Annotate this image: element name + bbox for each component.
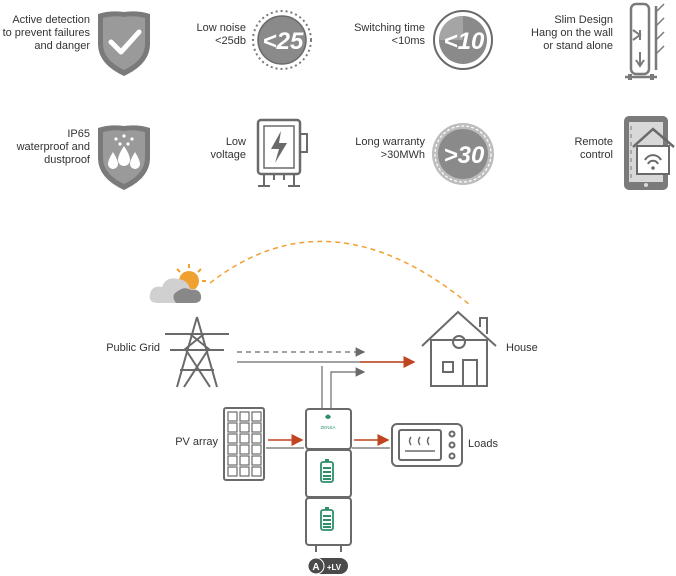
model-badge-letter: A [312,562,319,573]
pv-array-icon [223,407,265,481]
pv-array-label: PV array [175,436,218,448]
feature-switching-text: Switching time <10ms [330,22,425,48]
feature-line: Low noise [196,22,246,34]
noise-badge-text: <25 [263,28,304,55]
phone-home-wifi-icon [624,116,675,190]
feature-line: Low [225,136,246,148]
feature-line: <10ms [391,35,425,47]
feature-line: Slim Design [554,14,613,26]
wall-mount-icon [625,2,665,80]
feature-line: dustproof [44,154,90,166]
feature-line: voltage [210,149,246,161]
feature-ip65-text: IP65 waterproof and dustproof [0,128,90,167]
feature-line: Long warranty [355,136,425,148]
feature-remote-text: Remote control [560,136,613,162]
warranty-badge-text: >30 [444,142,485,169]
microwave-icon [391,423,463,467]
shield-check-icon [98,11,150,76]
sun-cloud-icon [149,264,206,303]
feature-line: Switching time [354,22,425,34]
house-label: House [506,342,538,354]
feature-detection-text: Active detection to prevent failures and… [0,14,90,53]
battery-logo-text: ZENSA [320,425,335,430]
battery-bolt-icon [256,118,308,187]
solar-arc [209,240,471,306]
feature-warranty-text: Long warranty >30MWh [330,136,425,162]
feature-line: <25db [215,35,246,47]
model-badge-suffix: +LV [327,563,342,572]
switching-badge-icon: <10 [433,10,493,70]
loads-label: Loads [468,438,498,450]
feature-line: control [579,149,613,161]
feature-line: Hang on the wall [531,27,613,39]
feature-line: and danger [34,40,90,52]
feature-line: IP65 [67,128,90,140]
feature-line: to prevent failures [2,27,90,39]
switching-badge-text: <10 [444,28,485,55]
shield-droplets-icon [98,125,150,190]
feature-voltage-text: Low voltage [190,136,246,162]
noise-badge-icon: <25 [252,10,312,70]
feature-line: or stand alone [543,40,613,52]
model-badge: A +LV [307,557,348,575]
feature-line: >30MWh [380,149,425,161]
feature-line: Remote [574,136,613,148]
battery-level-icon [320,507,334,531]
battery-to-house-line [330,367,366,409]
feature-slim-text: Slim Design Hang on the wall or stand al… [510,14,613,53]
warranty-badge-icon: >30 [432,123,494,185]
public-grid-label: Public Grid [106,342,160,354]
pylon-icon [165,316,229,388]
feature-line: Active detection [12,14,90,26]
battery-level-icon [320,459,334,483]
house-icon [421,310,497,387]
battery-stack-icon: ZENSA [305,408,352,552]
feature-line: waterproof and [16,141,90,153]
feature-noise-text: Low noise <25db [180,22,246,48]
